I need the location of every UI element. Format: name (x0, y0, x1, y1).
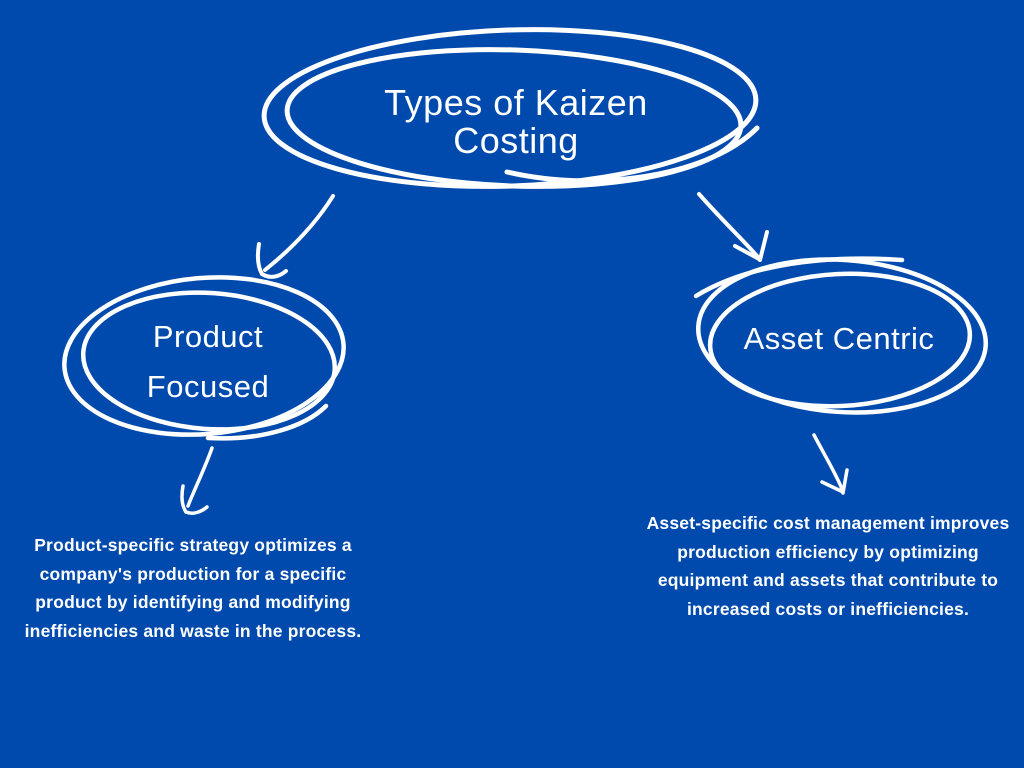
product-focused-description: Product-specific strategy optimizes a co… (24, 535, 362, 641)
product-focused-label: Product Focused (76, 312, 340, 412)
title-line-1: Types of Kaizen (384, 82, 648, 123)
asset-centric-oval-sketch (693, 256, 988, 415)
arrow-product-to-description-icon (180, 446, 214, 515)
asset-centric-label: Asset Centric (706, 322, 972, 356)
asset-centric-description: Asset-specific cost management improves … (646, 513, 1010, 619)
product-focused-label-line-2: Focused (146, 369, 270, 404)
title-line-2: Costing (453, 120, 579, 161)
title: Types of Kaizen Costing (306, 84, 726, 160)
arrow-title-to-product-icon (256, 194, 335, 279)
asset-centric-label-line-1: Asset Centric (743, 321, 935, 356)
product-focused-label-line-1: Product (152, 319, 264, 354)
arrow-title-to-asset-icon (697, 192, 769, 262)
product-focused-oval-sketch (62, 275, 346, 441)
arrow-asset-to-description-icon (812, 433, 849, 495)
title-oval-sketch (261, 27, 760, 189)
